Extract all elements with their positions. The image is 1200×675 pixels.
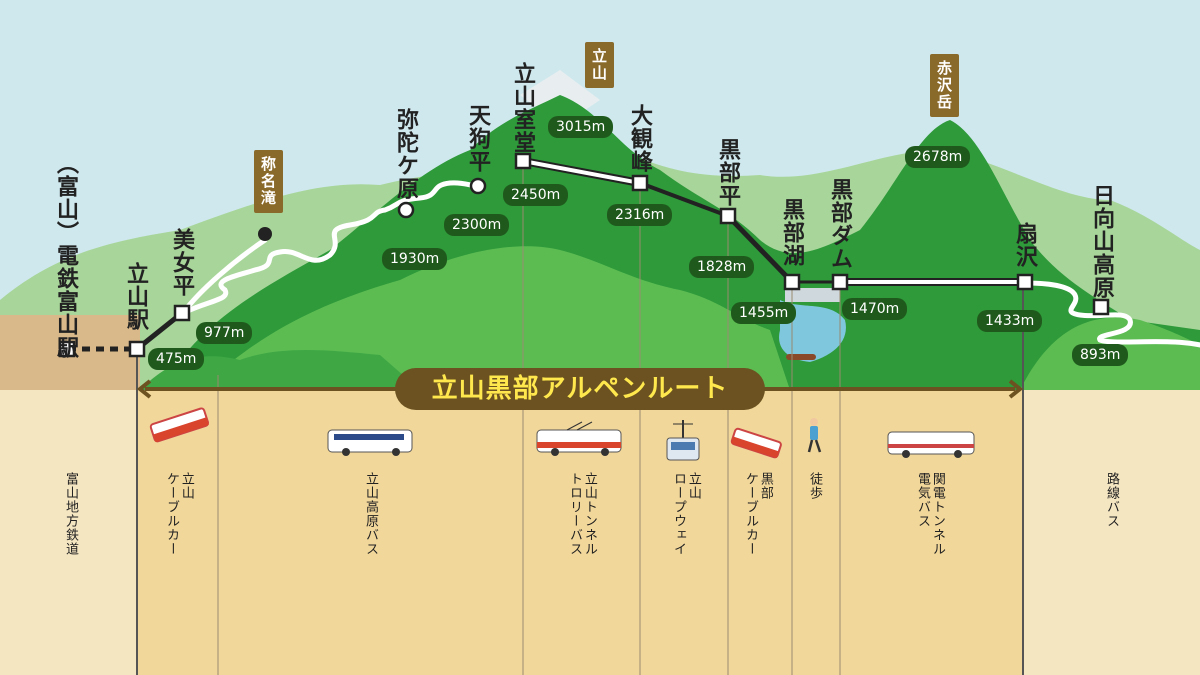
elevation-daikanbo: 2316m	[607, 204, 673, 226]
station-tateyama: 立山駅	[123, 262, 148, 331]
elevation-tateyama-peak: 3015m	[548, 116, 614, 138]
falls-marker	[258, 227, 272, 241]
elevation-tateyama-station: 475m	[148, 348, 205, 370]
route-arrow-left	[136, 379, 152, 399]
transport-trolley-bus: 立山トンネル トロリーバス	[566, 472, 597, 556]
station-kurobe-dam: 黒部ダム	[827, 178, 852, 270]
mountain-front-left	[140, 350, 420, 390]
peak-label-shomyo-falls: 称名滝	[254, 150, 283, 213]
divider-lines	[136, 165, 1024, 675]
station-murodo: 立山室堂	[510, 62, 535, 154]
elevation-kurobe-dam: 1470m	[842, 298, 908, 320]
electric-bus-icon	[887, 431, 975, 458]
route-title-banner: 立山黒部アルペンルート	[395, 368, 765, 410]
cable-line-2	[726, 214, 794, 284]
elevation-bijodaira: 977m	[196, 322, 253, 344]
elevation-kurobedaira: 1828m	[689, 256, 755, 278]
station-daikanbo: 大観峰	[627, 104, 652, 173]
cable-car-icon	[149, 407, 210, 443]
elevation-midagahara: 1930m	[382, 248, 448, 270]
station-bijodaira: 美女平	[169, 228, 194, 297]
elevation-hinata: 893m	[1072, 344, 1129, 366]
walker-icon	[807, 418, 822, 453]
station-kurobedaira: 黒部平	[715, 138, 740, 207]
ropeway-line	[639, 181, 729, 218]
transport-toyama-chiho-railway: 富山地方鉄道	[62, 472, 78, 556]
transport-electric-bus: 関電トンネル 電気バス	[914, 472, 945, 556]
trolley-bus-icon	[536, 421, 622, 456]
transport-tateyama-cable-car: 立山 ケーブルカー	[163, 472, 194, 556]
station-markers	[58, 152, 1110, 358]
station-tengudaira: 天狗平	[465, 104, 490, 173]
transport-kogen-bus: 立山高原バス	[362, 472, 378, 556]
elevation-murodo: 2450m	[503, 184, 569, 206]
snow-peak	[520, 70, 600, 110]
boat	[786, 354, 816, 360]
bus-icon	[327, 429, 413, 456]
peak-label-tateyama: 立山	[585, 42, 614, 88]
elevation-kurobeko: 1455m	[731, 302, 797, 324]
peak-label-akazawadake: 赤沢岳	[930, 54, 959, 117]
station-midagahara: 弥陀ケ原	[393, 108, 418, 200]
station-dentetsu-toyama: （富山）電鉄富山駅	[53, 152, 78, 359]
station-hinata-yama-kogen: 日向山高原	[1089, 184, 1114, 299]
dam-wall	[785, 288, 840, 302]
station-ogizawa: 扇沢	[1012, 222, 1037, 268]
vehicle-icons	[149, 407, 975, 461]
route-arrow-right	[1008, 379, 1024, 399]
elevation-akazawadake: 2678m	[905, 146, 971, 168]
transport-route-bus: 路線バス	[1103, 472, 1119, 528]
elevation-tengudaira: 2300m	[444, 214, 510, 236]
transport-ropeway: 立山 ロープウェイ	[670, 472, 701, 556]
ropeway-icon	[666, 420, 700, 461]
station-kurobeko: 黒部湖	[779, 198, 804, 267]
transport-walk: 徒歩	[806, 472, 822, 500]
transport-kurobe-cable-car: 黒部 ケーブルカー	[742, 472, 773, 556]
elevation-ogizawa: 1433m	[977, 310, 1043, 332]
kurobe-cable-car-icon	[730, 427, 782, 459]
